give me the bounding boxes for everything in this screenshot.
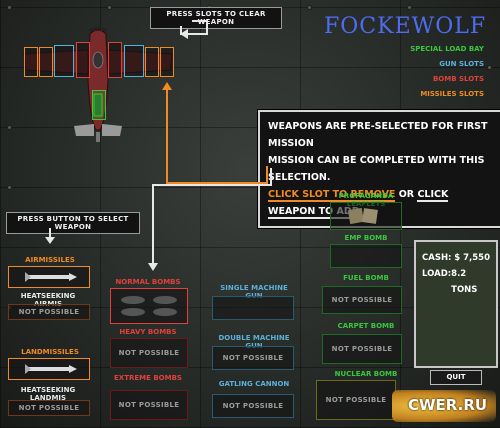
bomb-slot-left[interactable] bbox=[76, 42, 90, 78]
legend-missiles-slots: MISSILES SLOTS bbox=[420, 90, 484, 98]
landmissile-button[interactable] bbox=[8, 358, 90, 380]
legend-bomb-slots: BOMB SLOTS bbox=[432, 75, 484, 83]
connector-orange-up bbox=[266, 166, 268, 184]
propaganda-leaflets-button[interactable] bbox=[330, 202, 402, 230]
special-load-bay-slot[interactable] bbox=[92, 90, 106, 120]
gatling-cannon-status: NOT POSSIBLE bbox=[212, 394, 294, 418]
category-gatling-cannon: GATLING CANNON bbox=[218, 380, 290, 388]
bomb-slot-right[interactable] bbox=[108, 42, 122, 78]
arrow-left-icon bbox=[180, 29, 188, 39]
gun-slot-right[interactable] bbox=[124, 45, 144, 77]
carpet-bomb-status: NOT POSSIBLE bbox=[322, 334, 402, 364]
info-add-text: CLICK WEAPON TO ADD. bbox=[268, 189, 449, 219]
hint-arrow-line bbox=[180, 33, 208, 35]
double-machine-gun-status: NOT POSSIBLE bbox=[212, 346, 294, 370]
plane-title: FOCKEWOLF bbox=[324, 14, 487, 39]
missile-icon bbox=[25, 364, 77, 374]
landmissile-status: NOT POSSIBLE bbox=[8, 400, 90, 416]
watermark-logo: CWER.RU bbox=[392, 390, 496, 422]
gun-slot-left[interactable] bbox=[54, 45, 74, 77]
category-landmissiles: LANDMISSILES bbox=[21, 348, 79, 356]
cash-label: CASH: bbox=[422, 253, 452, 263]
legend-gun-slots: GUN SLOTS bbox=[439, 60, 484, 68]
missile-slot-left-outer[interactable] bbox=[24, 47, 38, 77]
hint-arrow-line-top bbox=[192, 20, 208, 22]
load-label: LOAD: bbox=[422, 269, 452, 279]
airmissile-button[interactable] bbox=[8, 266, 90, 288]
category-extreme-bombs: EXTREME BOMBS bbox=[114, 374, 182, 382]
weapon-heatseeking-landmissile[interactable]: HEATSEEKING LANDMIS bbox=[20, 386, 76, 402]
missile-slot-right-outer[interactable] bbox=[160, 47, 174, 77]
connector-white-up bbox=[270, 168, 272, 186]
heavy-bombs-status: NOT POSSIBLE bbox=[110, 338, 188, 368]
cash-load-panel: CASH: $ 7,550 LOAD: 8.2 TONS bbox=[414, 240, 498, 368]
arrow-down-icon bbox=[148, 263, 158, 271]
nuclear-bomb-status: NOT POSSIBLE bbox=[316, 380, 396, 420]
watermark-text: CWER.RU bbox=[408, 396, 488, 414]
category-airmissiles: AIRMISSILES bbox=[25, 256, 75, 264]
category-fuel-bomb: FUEL BOMB bbox=[343, 274, 389, 282]
single-machine-gun-button[interactable] bbox=[212, 296, 294, 320]
category-emp-bomb: EMP BOMB bbox=[344, 234, 388, 242]
connector-white-horizontal bbox=[152, 184, 272, 186]
connector-orange-horizontal bbox=[166, 182, 268, 184]
missile-icon bbox=[25, 272, 77, 282]
category-carpet-bomb: CARPET BOMB bbox=[337, 322, 395, 330]
plane-loadout bbox=[14, 20, 174, 145]
arrow-up-icon bbox=[162, 82, 172, 90]
arrow-down-small-icon bbox=[45, 237, 55, 244]
category-heavy-bombs: HEAVY BOMBS bbox=[119, 328, 177, 336]
load-value: 8.2 TONS bbox=[451, 269, 478, 295]
legend-special-load-bay: SPECIAL LOAD BAY bbox=[410, 45, 484, 53]
leaflets-icon bbox=[347, 207, 378, 225]
hint-arrow-line-up bbox=[206, 20, 208, 35]
category-normal-bombs: NORMAL BOMBS bbox=[115, 278, 181, 286]
connector-orange-vertical bbox=[166, 88, 168, 184]
slot-legend: SPECIAL LOAD BAY GUN SLOTS BOMB SLOTS MI… bbox=[360, 42, 484, 102]
airmissile-status: NOT POSSIBLE bbox=[8, 304, 90, 320]
info-line-1: WEAPONS ARE PRE-SELECTED FOR FIRST MISSI… bbox=[268, 121, 488, 149]
emp-bomb-button[interactable] bbox=[330, 244, 402, 268]
bomb-icon bbox=[121, 296, 177, 316]
hint-select-weapon: PRESS BUTTON TO SELECT WEAPON bbox=[6, 212, 140, 234]
hint-clear-slots: PRESS SLOTS TO CLEAR WEAPON bbox=[150, 7, 282, 29]
hint-left-stem bbox=[49, 228, 51, 238]
category-nuclear-bomb: NUCLEAR BOMB bbox=[334, 370, 398, 378]
connector-white-vertical bbox=[152, 184, 154, 264]
fuel-bomb-status: NOT POSSIBLE bbox=[322, 286, 402, 314]
missile-slot-left-inner[interactable] bbox=[39, 47, 53, 77]
info-or-text: OR bbox=[398, 189, 415, 200]
normal-bombs-button[interactable] bbox=[110, 288, 188, 324]
info-remove-text: CLICK SLOT TO REMOVE bbox=[268, 189, 396, 202]
info-line-2: MISSION CAN BE COMPLETED WITH THIS SELEC… bbox=[268, 155, 485, 183]
quit-button[interactable]: QUIT bbox=[430, 370, 482, 385]
plane-icon bbox=[23, 27, 173, 142]
missile-slot-right-inner[interactable] bbox=[145, 47, 159, 77]
extreme-bombs-status: NOT POSSIBLE bbox=[110, 390, 188, 420]
cash-value: $ 7,550 bbox=[454, 253, 490, 263]
